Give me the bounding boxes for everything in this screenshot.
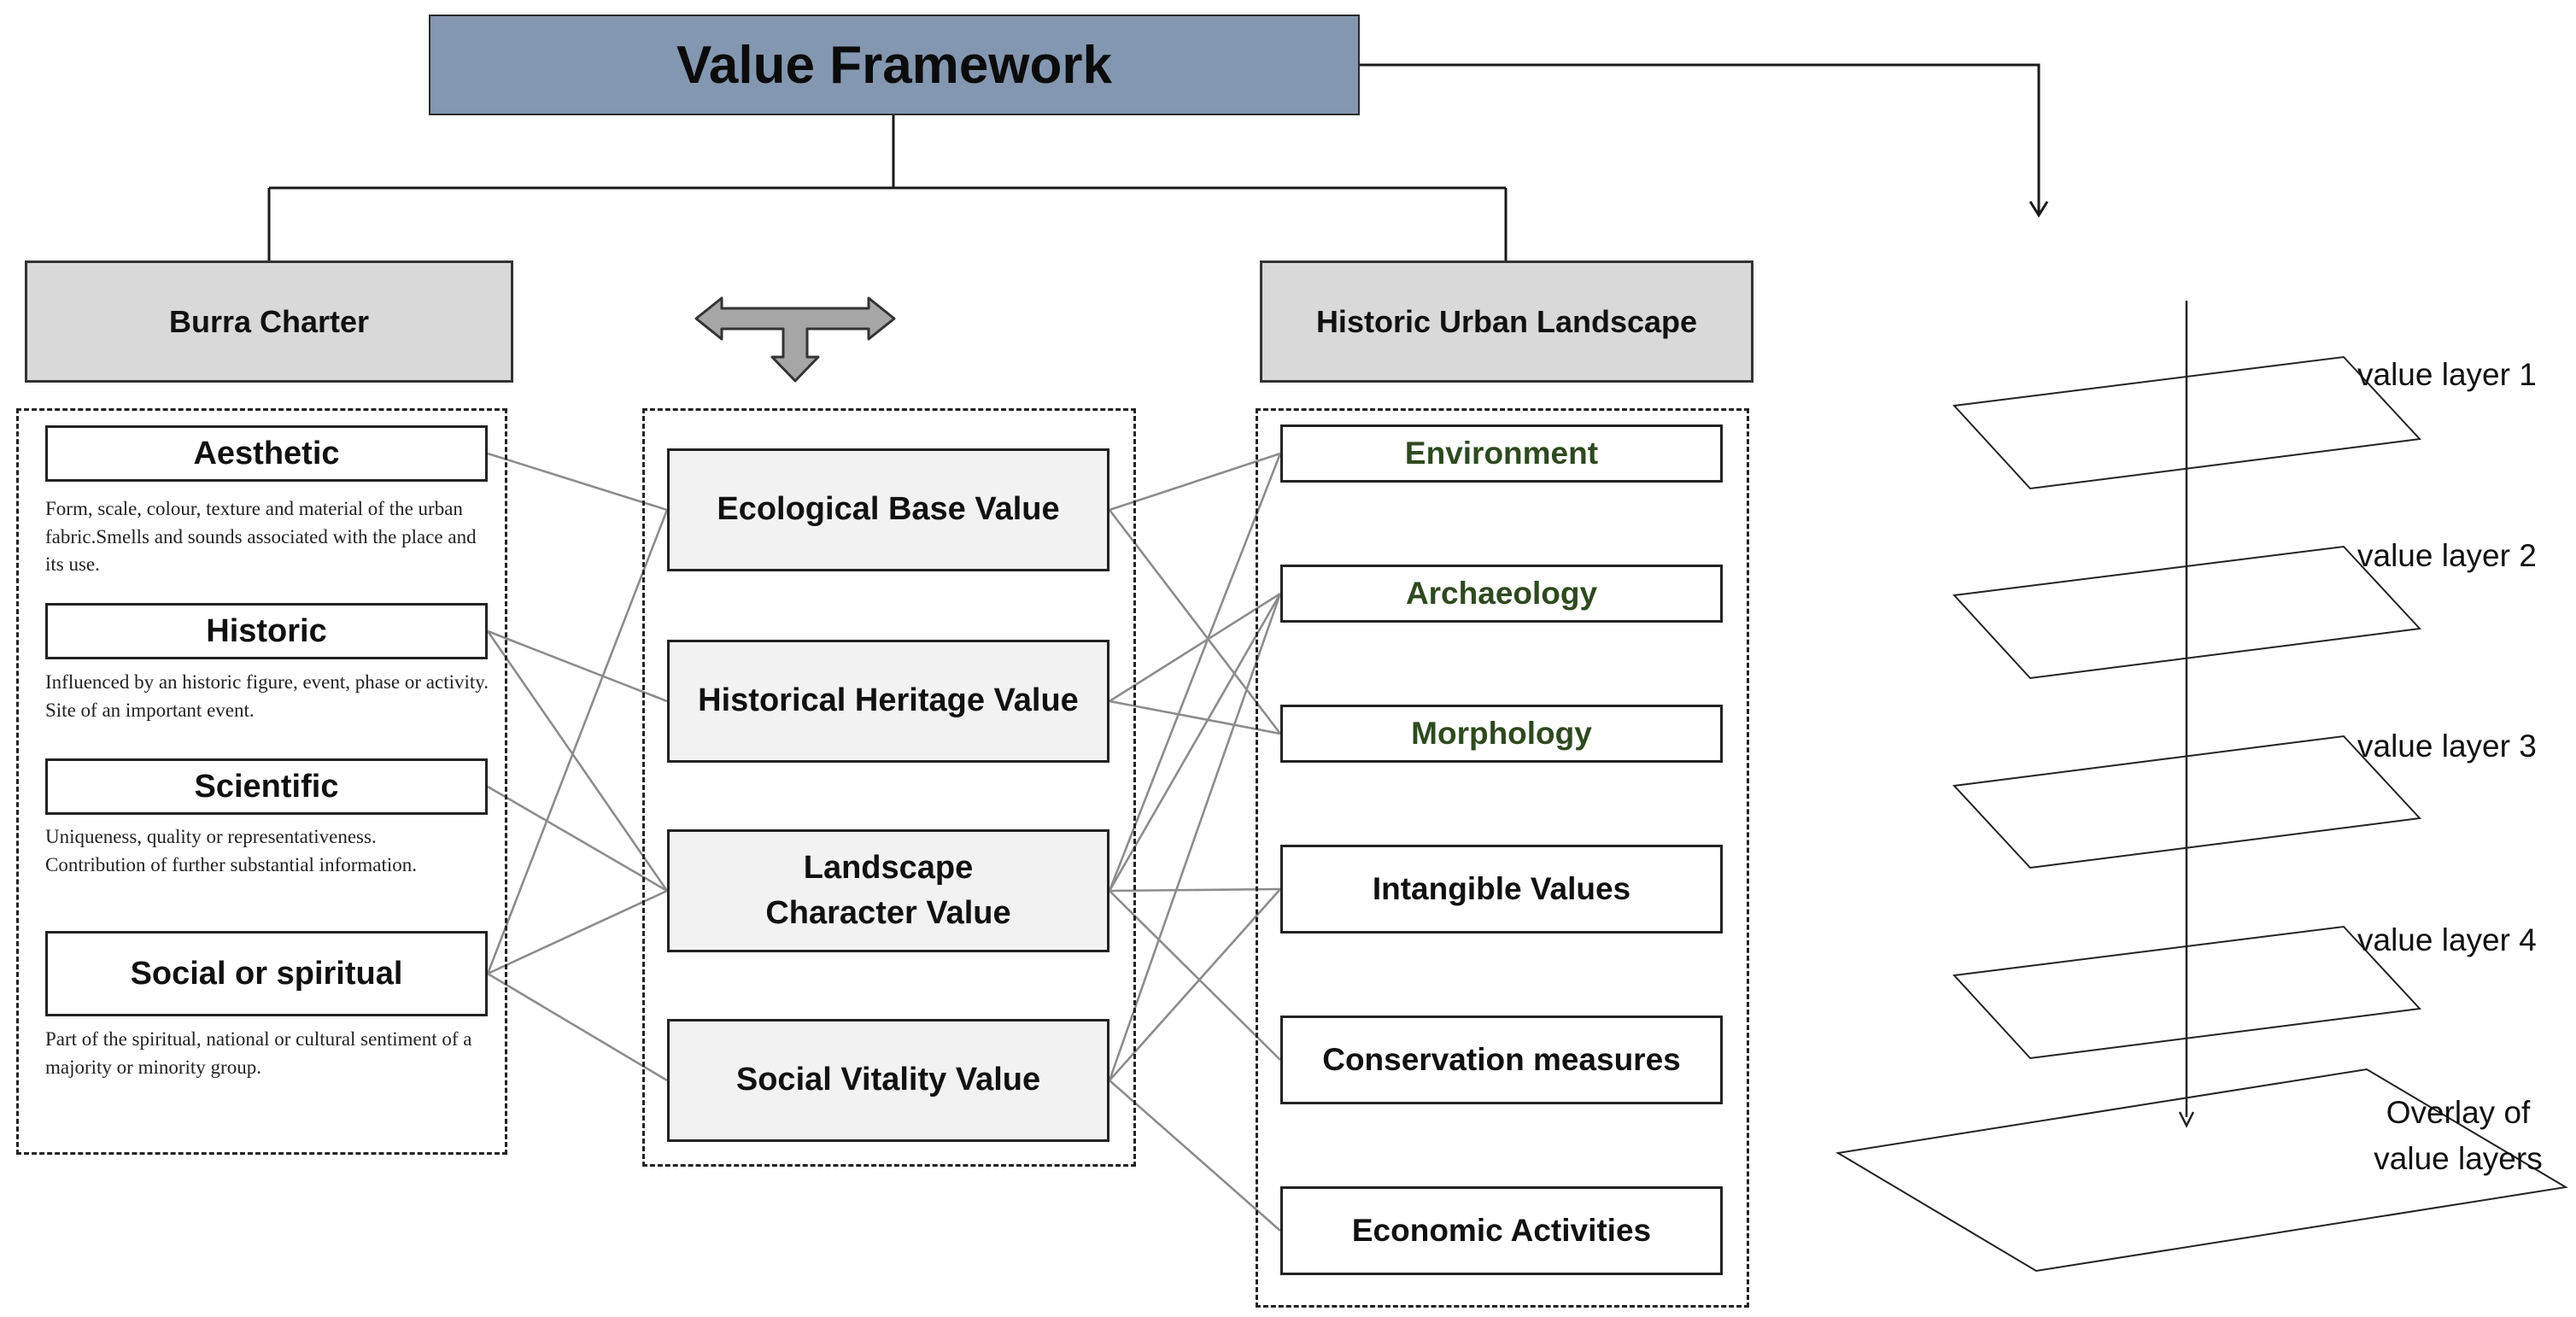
hul-item-morphology: Morphology (1280, 705, 1723, 763)
link-value-to-hul (1108, 593, 1282, 1081)
middle-item-ecological: Ecological Base Value (667, 448, 1109, 571)
hul-item-economic-activities: Economic Activities (1280, 1186, 1723, 1275)
overlay-plane (1835, 1068, 2568, 1273)
burra-desc-aesthetic: Form, scale, colour, texture and materia… (45, 498, 477, 576)
link-value-to-hul (1109, 888, 1281, 1081)
value-categories-group (642, 408, 1136, 1167)
hul-item-environment: Environment (1280, 424, 1723, 483)
hul-item-intangible-values: Intangible Values (1280, 845, 1723, 934)
layers-arrow (1360, 63, 2049, 218)
link-burra-to-value (487, 972, 668, 1082)
framework-title: Value Framework (429, 15, 1360, 115)
link-burra-to-value (486, 630, 669, 892)
burra-desc-scientific: Uniqueness, quality or representativenes… (45, 826, 418, 875)
burra-desc-historic: Influenced by an historic figure, event,… (45, 671, 489, 721)
link-value-to-hul (1109, 699, 1281, 735)
burra-charter-group (16, 408, 507, 1155)
overlay-label: Overlay of value layers (2374, 1095, 2543, 1176)
link-burra-to-value (487, 452, 668, 512)
bidirectional-arrow (694, 296, 896, 383)
burra-item-historic: Historic (45, 603, 488, 659)
link-value-to-hul (1109, 592, 1281, 703)
burra-item-social-spiritual: Social or spiritual (45, 931, 488, 1016)
framework-tree-lines (267, 115, 1508, 260)
value-layer-plane (1952, 355, 2422, 490)
value-layer-plane (1952, 925, 2422, 1060)
value-layer-label-3: value layer 3 (2357, 729, 2537, 764)
value-layer-label-2: value layer 2 (2357, 538, 2537, 573)
burra-charter-header: Burra Charter (25, 260, 513, 383)
link-value-to-hul (1108, 509, 1282, 735)
middle-item-historical: Historical Heritage Value (667, 640, 1109, 763)
link-burra-to-value (487, 629, 668, 703)
link-value-to-hul (1109, 887, 1281, 893)
layer-stack (1835, 301, 2568, 1273)
link-burra-to-value (487, 889, 668, 975)
value-links (486, 452, 1282, 1232)
link-value-to-hul (1108, 593, 1282, 892)
value-layer-label-4: value layer 4 (2357, 922, 2537, 957)
hul-item-archaeology: Archaeology (1280, 565, 1723, 623)
hul-group (1256, 408, 1749, 1308)
middle-item-landscape: Landscape Character Value (667, 829, 1109, 952)
link-value-to-hul (1109, 890, 1281, 1061)
burra-desc-social-spiritual: Part of the spiritual, national or cultu… (45, 1028, 472, 1078)
burra-item-scientific: Scientific (45, 758, 488, 815)
value-layer-label-1: value layer 1 (2357, 357, 2537, 392)
hul-item-conservation-measures: Conservation measures (1280, 1016, 1723, 1104)
link-value-to-hul (1109, 1080, 1281, 1232)
middle-item-social: Social Vitality Value (667, 1019, 1109, 1142)
value-layer-plane (1952, 545, 2422, 680)
link-value-to-hul (1108, 453, 1282, 892)
hul-header: Historic Urban Landscape (1260, 260, 1753, 383)
link-burra-to-value (486, 509, 669, 975)
burra-item-aesthetic: Aesthetic (45, 425, 488, 482)
link-value-to-hul (1109, 452, 1281, 512)
value-layer-plane (1952, 735, 2422, 869)
link-burra-to-value (487, 785, 668, 893)
